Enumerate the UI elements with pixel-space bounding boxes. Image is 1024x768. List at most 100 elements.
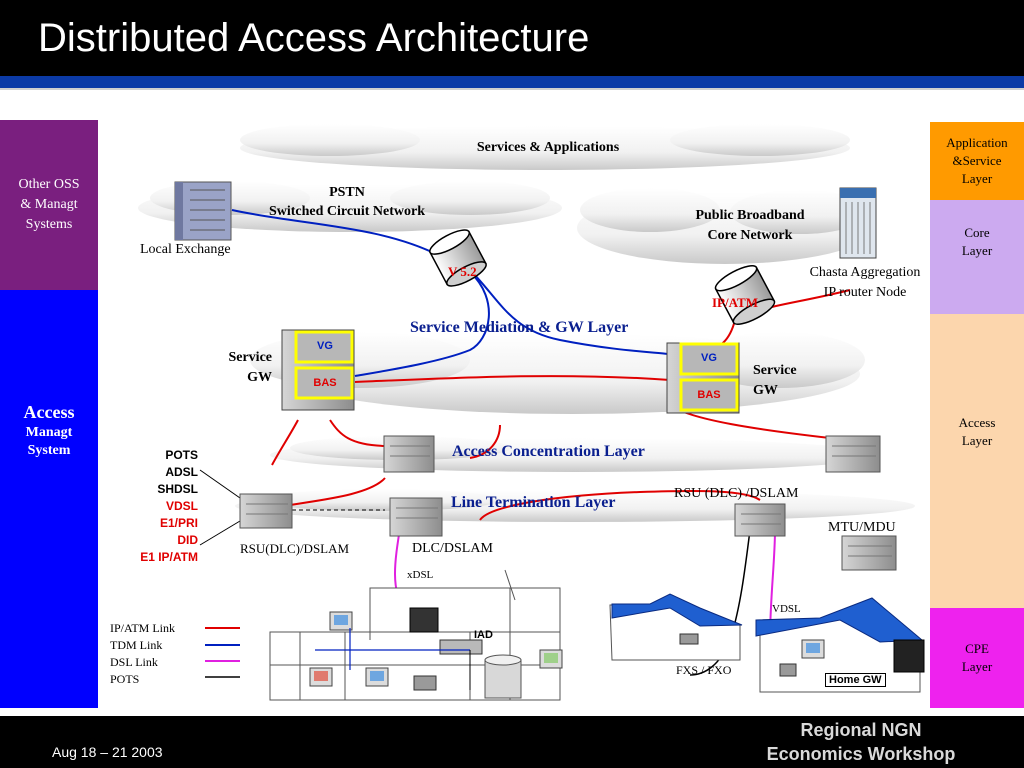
footer-date: Aug 18 – 21 2003 [52,744,163,760]
ipatm-label: IP/ATM [712,295,758,310]
services-cloud-label: Services & Applications [476,140,620,155]
server-icon [484,654,522,699]
mediation-layer-label: Service Mediation & GW Layer [410,319,629,336]
dslam-rack-icon [841,535,897,571]
pc-icon [539,649,563,669]
broadband-label-line1: Public Broadband [695,208,805,223]
service-item: VDSL [165,499,198,513]
tdm-link [354,271,490,377]
cpe-line1: CPE [965,641,989,656]
access-mgmt-line2: Managt [25,425,73,440]
pc-icon [309,667,333,687]
services-list: POTS ADSL SHDSL VDSL E1/PRI DID E1 IP/AT… [118,447,198,566]
ipatm-link [329,419,386,447]
application-line1: Application [946,135,1008,150]
footer-bar [0,716,1024,768]
access-mgmt-line3: System [27,443,71,458]
chasta-label-line1: Chasta Aggregation [809,265,921,280]
dlc-dslam-label: DLC/DSLAM [412,541,493,556]
ipatm-link [479,489,761,521]
legend-item: POTS [110,672,140,686]
bas-right-label: BAS [697,389,720,401]
slide-title: Distributed Access Architecture [38,16,590,60]
access-mgmt-panel: Access Managt System [0,290,98,708]
core-layer-box: Core Layer [930,200,1024,314]
title-underline [0,76,1024,88]
dslam-rack-icon [734,503,786,537]
phone-icon [413,675,437,691]
vg-right-label: VG [701,352,717,364]
pc-icon [329,611,353,631]
dslam-rack-icon [239,493,293,529]
service-item: SHDSL [157,482,198,496]
vg-left-label: VG [317,340,333,352]
legend: IP/ATM Link TDM Link DSL Link POTS [110,620,175,688]
v52-label: V 5.2 [448,264,477,279]
home-gw-label: Home GW [825,673,886,687]
termination-layer-label: Line Termination Layer [451,494,616,511]
footer-workshop-line1: Regional NGN [800,720,922,740]
diagram-canvas: VG BAS VG BAS [138,124,925,701]
ipatm-link [469,424,501,459]
access-mgmt-line1: Access [23,402,75,422]
pstn-label-line1: PSTN [329,185,365,200]
title-rule-shadow [0,88,1024,90]
tv-icon [893,639,925,673]
v52-cylinder-icon [429,229,487,287]
footer-workshop: Regional NGN Economics Workshop [712,718,1010,766]
local-exchange-icon [174,181,232,241]
application-layer-box: Application &Service Layer [930,122,1024,200]
access-line1: Access [958,415,996,430]
vdsl-label: VDSL [772,603,801,615]
broadband-label-line2: Core Network [707,228,793,243]
tdm-link [231,209,441,257]
ipatm-link [289,477,386,506]
ipatm-cylinder-icon [714,265,776,325]
chasta-label-line2: IP router Node [823,285,907,300]
rsu-left-label: RSU(DLC)/DSLAM [240,541,350,556]
dslam-rack-icon [825,435,881,473]
oss-line1: Other OSS [18,177,80,192]
house-icon [609,593,743,661]
service-gw-left-label-line2: GW [247,370,272,385]
fxs-fxo-label: FXS / FXO [676,663,732,677]
phone-icon [779,663,797,677]
broadband-cloud [577,188,873,264]
access-line2: Layer [961,433,993,448]
oss-line2: & Managt [20,197,78,212]
application-line2: &Service [952,153,1002,168]
legend-item: DSL Link [110,655,158,669]
legend-item: IP/ATM Link [110,621,176,635]
mtu-mdu-label: MTU/MDU [828,520,896,535]
fax-icon [409,607,439,633]
ipatm-link [354,375,671,383]
dslam-rack-icon [389,497,443,537]
legend-item: TDM Link [110,638,163,652]
router-node-icon [839,187,877,259]
service-gw-right-icon [666,342,740,414]
service-item: ADSL [165,465,198,479]
footer-workshop-line2: Economics Workshop [766,744,956,764]
oss-line3: Systems [25,217,73,232]
title-bar [0,0,1024,76]
service-item: E1 IP/ATM [140,550,198,564]
cpe-line2: Layer [961,659,993,674]
iad-icon [439,639,483,655]
pstn-label-line2: Switched Circuit Network [268,204,426,219]
service-gw-left-label-line1: Service [228,350,272,365]
xdsl-label: xDSL [407,569,434,581]
cpe-layer-box: CPE Layer [930,608,1024,708]
service-item: E1/PRI [159,516,198,530]
service-gw-left-icon [281,329,355,411]
dslam-rack-icon [383,435,435,473]
application-line3: Layer [961,171,993,186]
oss-panel: Other OSS & Managt Systems [0,120,98,290]
ipatm-link [271,419,299,466]
services-cloud [240,124,850,170]
concentration-layer-label: Access Concentration Layer [452,443,645,460]
phone-icon [679,633,699,645]
iad-label: IAD [474,629,493,641]
pc-icon [365,667,389,687]
rsu-top-label: RSU (DLC) /DSLAM [674,486,799,501]
core-line2: Layer [961,243,993,258]
